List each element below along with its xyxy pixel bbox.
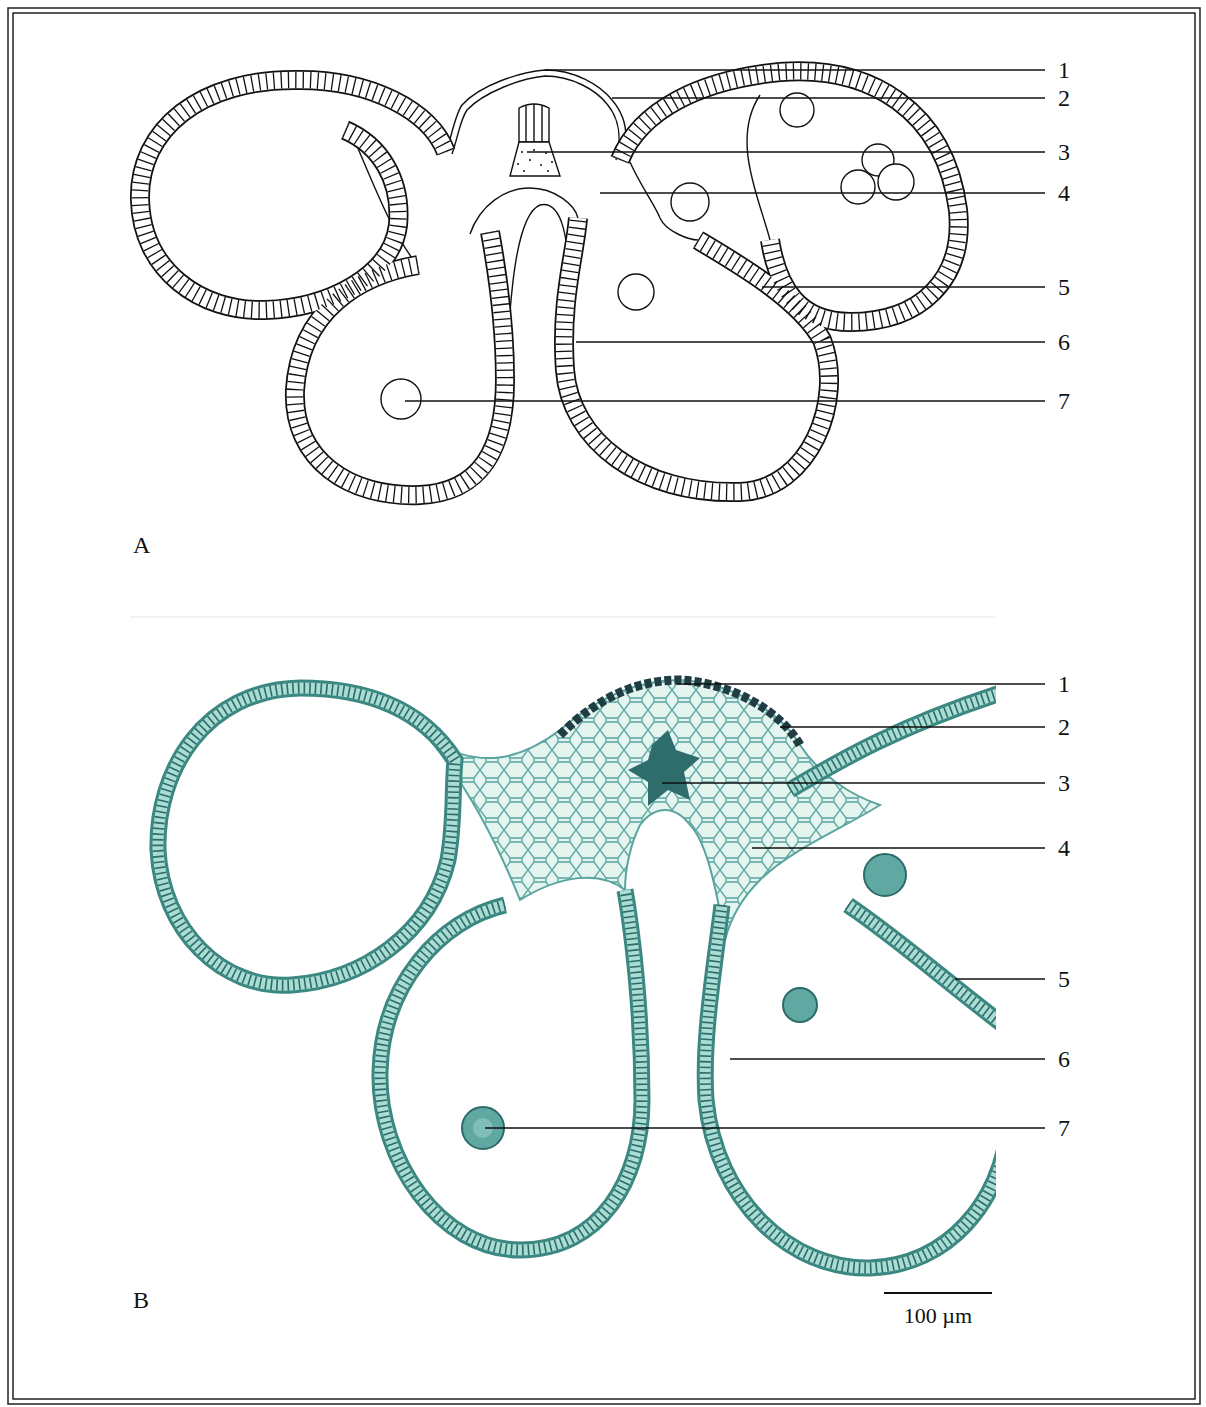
scale-label: 100 µm — [904, 1305, 972, 1327]
callout-number: 7 — [1058, 389, 1070, 413]
leader-lines — [485, 684, 1045, 1128]
callout-number: 1 — [1058, 672, 1070, 696]
panel-letter: A — [133, 533, 150, 557]
callout-number: 3 — [1058, 771, 1070, 795]
separator — [130, 616, 995, 618]
callout-number: 3 — [1058, 140, 1070, 164]
scale-bar — [884, 1292, 992, 1294]
frame — [8, 8, 1200, 1404]
callout-number: 1 — [1058, 58, 1070, 82]
leader-lines — [405, 70, 1045, 401]
callout-number: 5 — [1058, 275, 1070, 299]
callout-number: 2 — [1058, 86, 1070, 110]
micrograph-b — [158, 680, 996, 1268]
drawing-a — [140, 70, 1045, 495]
panel-letter: B — [133, 1288, 149, 1312]
frame — [13, 13, 1195, 1399]
callout-number: 2 — [1058, 715, 1070, 739]
callout-number: 4 — [1058, 181, 1070, 205]
callout-number: 6 — [1058, 1047, 1070, 1071]
callout-number: 6 — [1058, 330, 1070, 354]
callout-number: 4 — [1058, 836, 1070, 860]
callout-number: 7 — [1058, 1116, 1070, 1140]
callout-number: 5 — [1058, 967, 1070, 991]
